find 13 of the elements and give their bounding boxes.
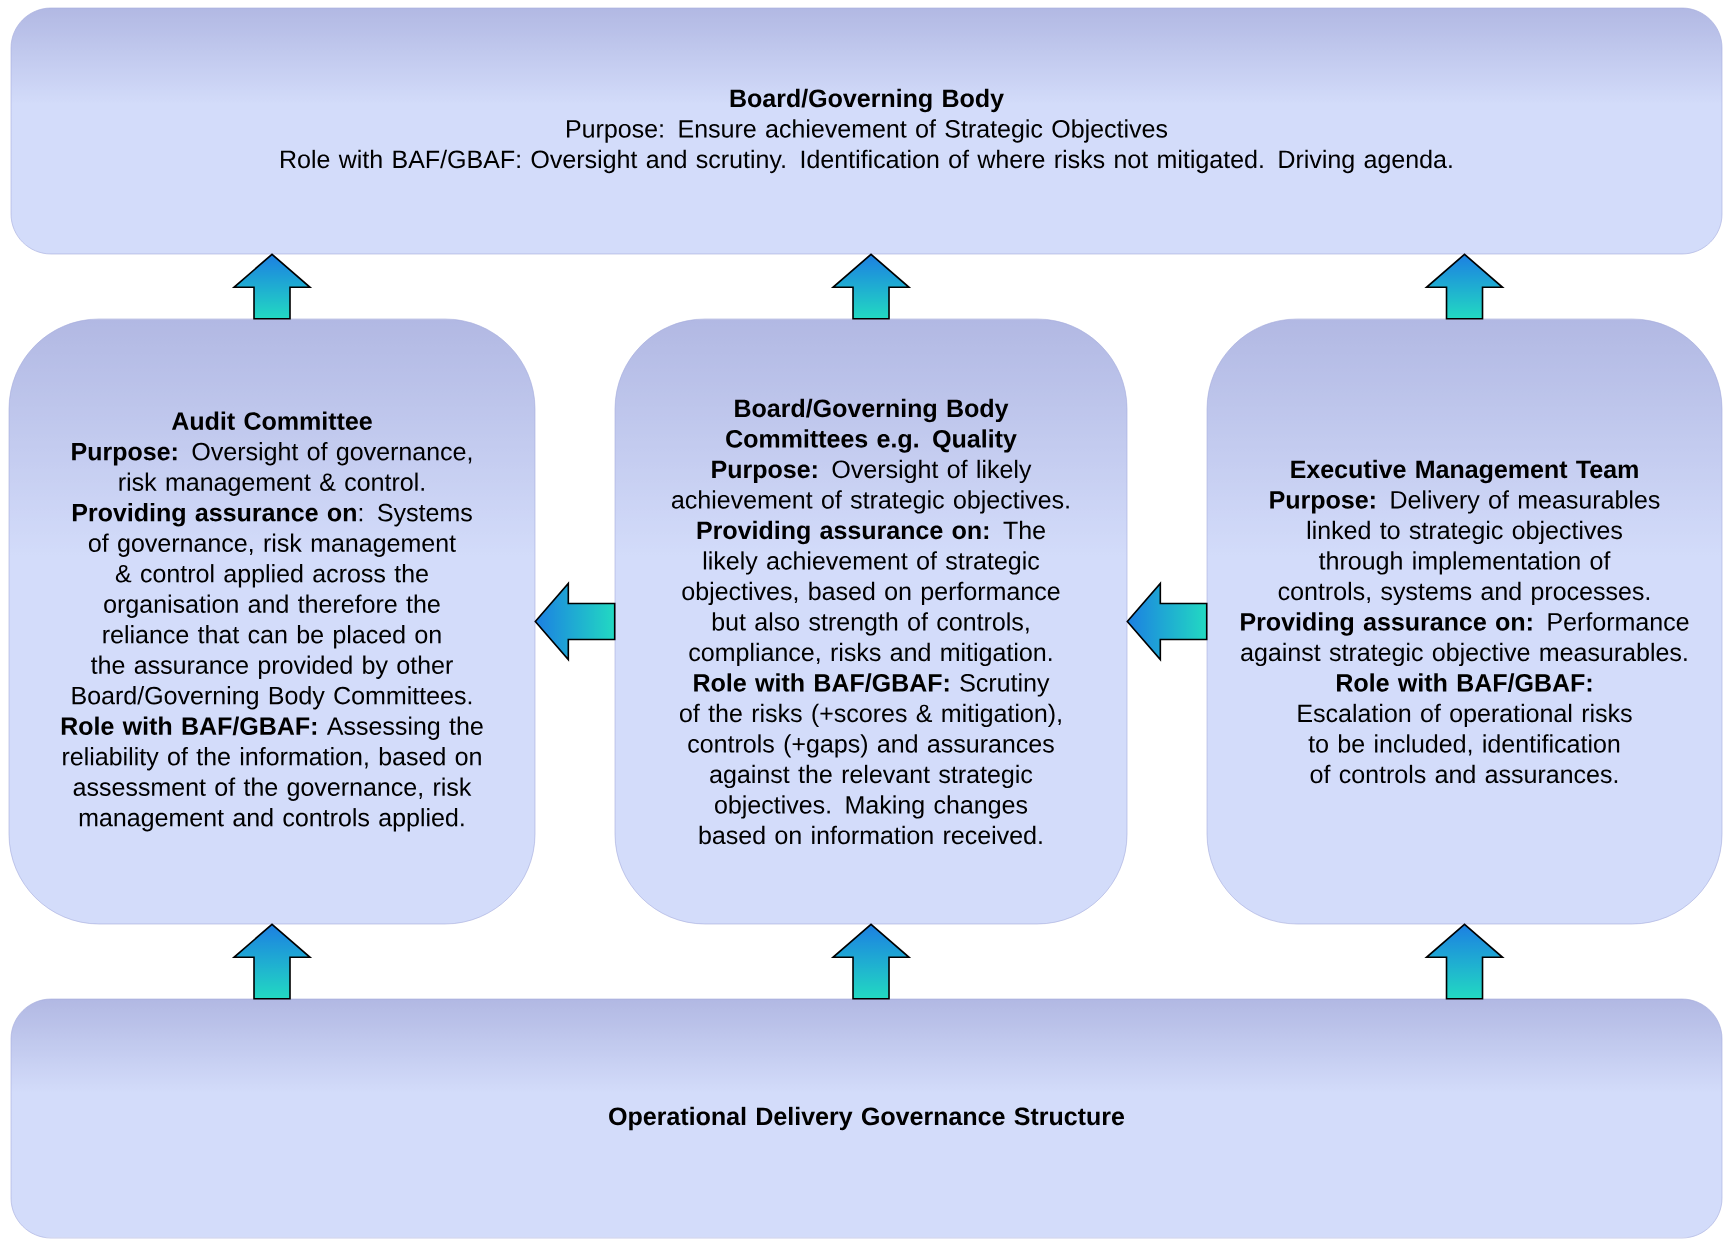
band: Operational Delivery Governance Structure bbox=[10, 998, 1723, 1239]
rounded-box: Executive Management Team Purpose: Delivery of measurables linked to strategic objectives through implementation of controls, systems and processes. Providing assurance on: Performance against strategic objective measurables. Role with BAF/GBAF: Escalation of operational risks to be included, identification of controls and assurances. bbox=[1206, 318, 1723, 925]
block-arrow bbox=[231, 253, 313, 320]
band: Board/Governing Body Purpose: Ensure achievement of Strategic Objectives Role with BAF/GBAF: Oversight and scrutiny. Identification of where risks not mitigated. Driving agenda. bbox=[10, 7, 1723, 255]
block-arrow bbox=[1424, 253, 1505, 320]
block-arrow bbox=[1424, 923, 1505, 1000]
rounded-box: Board/Governing Body Committees e.g. Quality Purpose: Oversight of likely achievement of strategic objectives. Providing assurance on: The likely achievement of strategic objectives, based on performance but also strength of controls, compliance, risks and mitigation. Role with BAF/GBAF: Scrutiny of the risks (+scores & mitigation), controls (+gaps) and assurances against the relevant strategic objectives. Making changes based on information received. bbox=[614, 318, 1128, 925]
block-arrow bbox=[830, 923, 912, 1000]
block-arrow bbox=[534, 581, 616, 662]
block-arrow bbox=[830, 253, 912, 320]
block-arrow bbox=[231, 923, 313, 1000]
block-arrow bbox=[1126, 581, 1208, 662]
rounded-box: Audit Committee Purpose: Oversight of governance, risk management & control. Providing assurance on: Systems of governance, risk management & control applied across the organisation and therefore the reliance that can be placed on the assurance provided by other Board/Governing Body Committees. Role with BAF/GBAF: Assessing the reliability of the information, based on assessment of the governance, risk management and controls applied. bbox=[8, 318, 536, 925]
